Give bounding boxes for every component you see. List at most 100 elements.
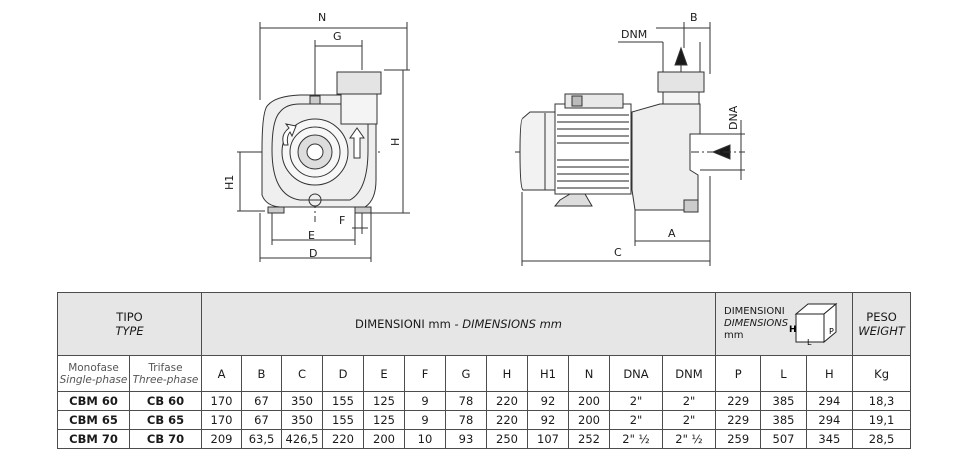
- table-cell: 507: [760, 429, 807, 449]
- label-N: N: [318, 11, 326, 24]
- single-phase-label: Single-phase: [59, 373, 128, 386]
- box-dimensions-label-en: DIMENSIONS: [724, 318, 789, 329]
- tipo-label: TIPO: [116, 310, 143, 324]
- dimensions-title: DIMENSIONI mm -: [354, 317, 463, 331]
- table-cell: 200: [568, 410, 610, 430]
- table-cell: 345: [805, 429, 854, 449]
- table-cell: 350: [281, 410, 323, 430]
- label-B: B: [690, 11, 698, 24]
- monofase-label: Monofase: [68, 361, 119, 374]
- table-cell: 19,1: [852, 410, 912, 430]
- box-dimensions-label: DIMENSIONI: [724, 306, 785, 317]
- three-phase-label: Three-phase: [132, 373, 199, 386]
- table-cell: 200: [363, 429, 405, 449]
- table-cell: 220: [322, 429, 364, 449]
- table-cell: 350: [281, 391, 323, 411]
- box-icon: H L P: [789, 302, 838, 347]
- table-cell: 2": [662, 410, 716, 430]
- table-cell: 78: [445, 391, 487, 411]
- table-cell: 10: [404, 429, 446, 449]
- table-cell: 107: [527, 429, 569, 449]
- table-cell: 209: [201, 429, 242, 449]
- label-DNM: DNM: [621, 28, 647, 41]
- table-cell: 2": [609, 391, 663, 411]
- type-label: TYPE: [115, 324, 144, 338]
- label-C: C: [614, 246, 622, 259]
- table-cell: 170: [201, 410, 242, 430]
- model-trifase: CB 60: [129, 391, 202, 411]
- model-monofase: CBM 70: [57, 429, 130, 449]
- table-cell: 2" ½: [662, 429, 716, 449]
- table-cell: 9: [404, 391, 446, 411]
- label-D: D: [309, 247, 317, 260]
- table-cell: 155: [322, 410, 364, 430]
- col-header: C: [281, 355, 323, 392]
- table-cell: 250: [486, 429, 528, 449]
- col-header: E: [363, 355, 405, 392]
- box-icon-l: L: [807, 338, 812, 347]
- label-G: G: [333, 30, 342, 43]
- label-E: E: [308, 229, 315, 242]
- table-cell: 294: [805, 391, 854, 411]
- col-header: N: [568, 355, 610, 392]
- table-cell: 220: [486, 391, 528, 411]
- table-cell: 92: [527, 391, 569, 411]
- col-header: B: [241, 355, 282, 392]
- label-H: H: [389, 138, 402, 146]
- trifase-label: Trifase: [148, 361, 183, 374]
- model-trifase: CB 70: [129, 429, 202, 449]
- box-icon-h: H: [789, 325, 797, 335]
- technical-drawing: N G H H1 F E D: [223, 11, 745, 266]
- box-icon-p: P: [829, 327, 834, 336]
- weight-label: WEIGHT: [858, 324, 905, 338]
- front-view: [237, 22, 410, 262]
- dimensions-header: DIMENSIONI mm - DIMENSIONS mm: [201, 292, 716, 356]
- table-cell: 294: [805, 410, 854, 430]
- label-F: F: [339, 214, 345, 227]
- table-cell: 125: [363, 391, 405, 411]
- col-header: A: [201, 355, 242, 392]
- table-cell: 426,5: [281, 429, 323, 449]
- table-cell: 2" ½: [609, 429, 663, 449]
- table-cell: 200: [568, 391, 610, 411]
- peso-label: PESO: [866, 310, 897, 324]
- side-view: [515, 22, 745, 266]
- box-dimensions-header: DIMENSIONI DIMENSIONS mm H L P: [714, 292, 854, 356]
- table-cell: 220: [486, 410, 528, 430]
- label-DNA: DNA: [727, 105, 740, 130]
- col-header: H1: [527, 355, 569, 392]
- dimensions-table: TIPO TYPE DIMENSIONI mm - DIMENSIONS mm …: [57, 292, 912, 449]
- table-cell: 92: [527, 410, 569, 430]
- col-header: F: [404, 355, 446, 392]
- monofase-header: Monofase Single-phase: [57, 355, 130, 392]
- col-header: DNA: [609, 355, 663, 392]
- table-cell: 385: [760, 391, 807, 411]
- trifase-header: Trifase Three-phase: [129, 355, 202, 392]
- box-unit-label: mm: [724, 330, 744, 341]
- label-H1: H1: [223, 175, 236, 190]
- table-cell: 67: [241, 391, 282, 411]
- model-monofase: CBM 65: [57, 410, 130, 430]
- label-A: A: [668, 227, 676, 240]
- table-cell: 229: [714, 391, 762, 411]
- col-header: DNM: [662, 355, 716, 392]
- table-cell: 125: [363, 410, 405, 430]
- table-cell: 2": [662, 391, 716, 411]
- table-cell: 2": [609, 410, 663, 430]
- table-cell: 252: [568, 429, 610, 449]
- table-cell: 229: [714, 410, 762, 430]
- col-header: H: [486, 355, 528, 392]
- table-cell: 259: [714, 429, 762, 449]
- col-header: P: [714, 355, 762, 392]
- model-trifase: CB 65: [129, 410, 202, 430]
- tipo-header: TIPO TYPE: [57, 292, 202, 356]
- col-header: D: [322, 355, 364, 392]
- table-cell: 28,5: [852, 429, 912, 449]
- table-cell: 78: [445, 410, 487, 430]
- table-cell: 385: [760, 410, 807, 430]
- col-header: H: [805, 355, 854, 392]
